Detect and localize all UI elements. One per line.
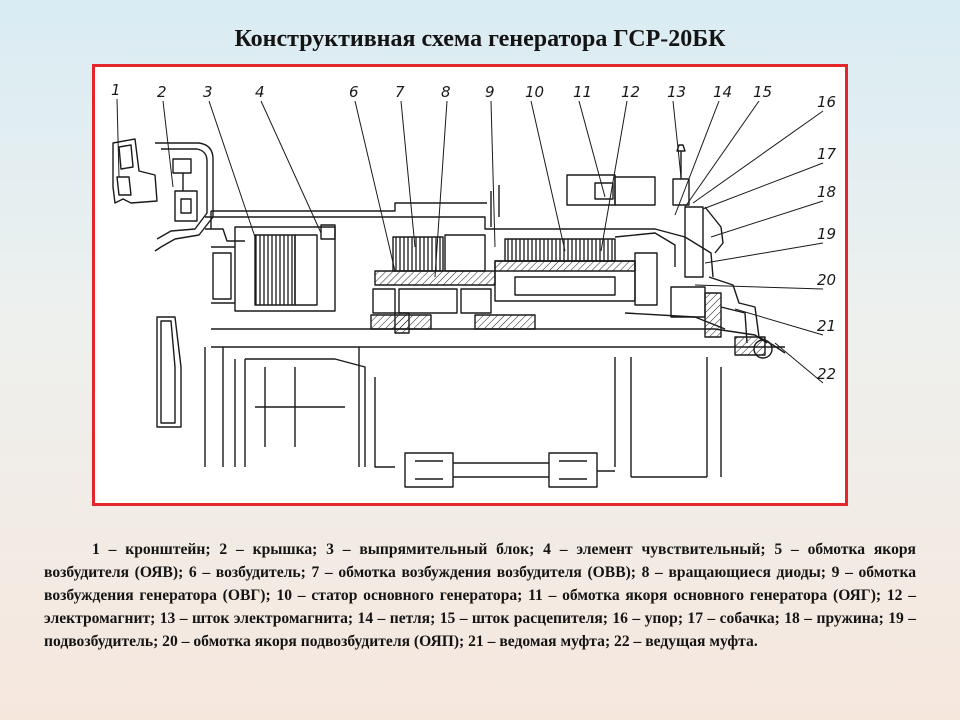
slide-title: Конструктивная схема генератора ГСР-20БК [234, 26, 726, 52]
cover-part-2 [154, 142, 214, 252]
leader-line-2 [162, 100, 174, 188]
part-number-6: 6 [349, 83, 359, 101]
leader-line-19 [704, 242, 824, 264]
generator-outer-body [156, 316, 722, 488]
part-number-19: 19 [817, 225, 836, 243]
bracket-part-1 [112, 138, 158, 204]
part-number-8: 8 [441, 83, 451, 101]
leader-line-11 [578, 100, 606, 198]
part-number-3: 3 [203, 83, 213, 101]
main-stator-part-10 [494, 232, 676, 306]
part-number-22: 22 [817, 365, 836, 383]
part-number-2: 2 [157, 83, 167, 101]
leader-line-21 [734, 308, 824, 336]
leader-line-20 [694, 284, 824, 290]
part-number-20: 20 [817, 271, 836, 289]
part-number-11: 11 [573, 83, 592, 101]
leader-lines [116, 98, 824, 384]
leader-line-15 [684, 100, 760, 208]
part-number-7: 7 [395, 83, 405, 101]
part-number-17: 17 [817, 145, 837, 163]
leader-line-4 [260, 100, 322, 234]
leader-line-16 [692, 110, 824, 204]
leader-line-13 [672, 100, 682, 178]
part-number-10: 10 [525, 83, 544, 101]
leader-line-10 [530, 100, 566, 252]
part-number-4: 4 [255, 83, 265, 101]
leader-line-7 [400, 100, 416, 248]
parts-legend-caption: 1 – кронштейн; 2 – крышка; 3 – выпрямите… [44, 541, 916, 650]
part-number-13: 13 [667, 83, 686, 101]
part-number-9: 9 [485, 83, 495, 101]
generator-shaft [211, 312, 785, 348]
leader-line-9 [490, 100, 496, 248]
part-number-12: 12 [621, 83, 640, 101]
generator-housing [205, 144, 786, 354]
leader-line-1 [116, 98, 120, 178]
part-number-18: 18 [817, 183, 836, 201]
rectifier-block-part-3 [211, 224, 336, 312]
leader-line-6 [354, 100, 396, 272]
leader-line-17 [702, 162, 824, 210]
leader-line-12 [600, 100, 628, 252]
leader-line-14 [674, 100, 720, 216]
part-number-16: 16 [817, 93, 836, 111]
coupling-parts-19-22 [670, 286, 773, 359]
part-number-14: 14 [713, 83, 732, 101]
leader-line-18 [710, 200, 824, 238]
part-number-15: 15 [753, 83, 772, 101]
part-number-1: 1 [111, 81, 121, 99]
part-number-21: 21 [817, 317, 836, 335]
leader-line-22 [774, 342, 824, 384]
exciter-part-6 [372, 234, 496, 314]
leader-line-3 [208, 100, 256, 238]
